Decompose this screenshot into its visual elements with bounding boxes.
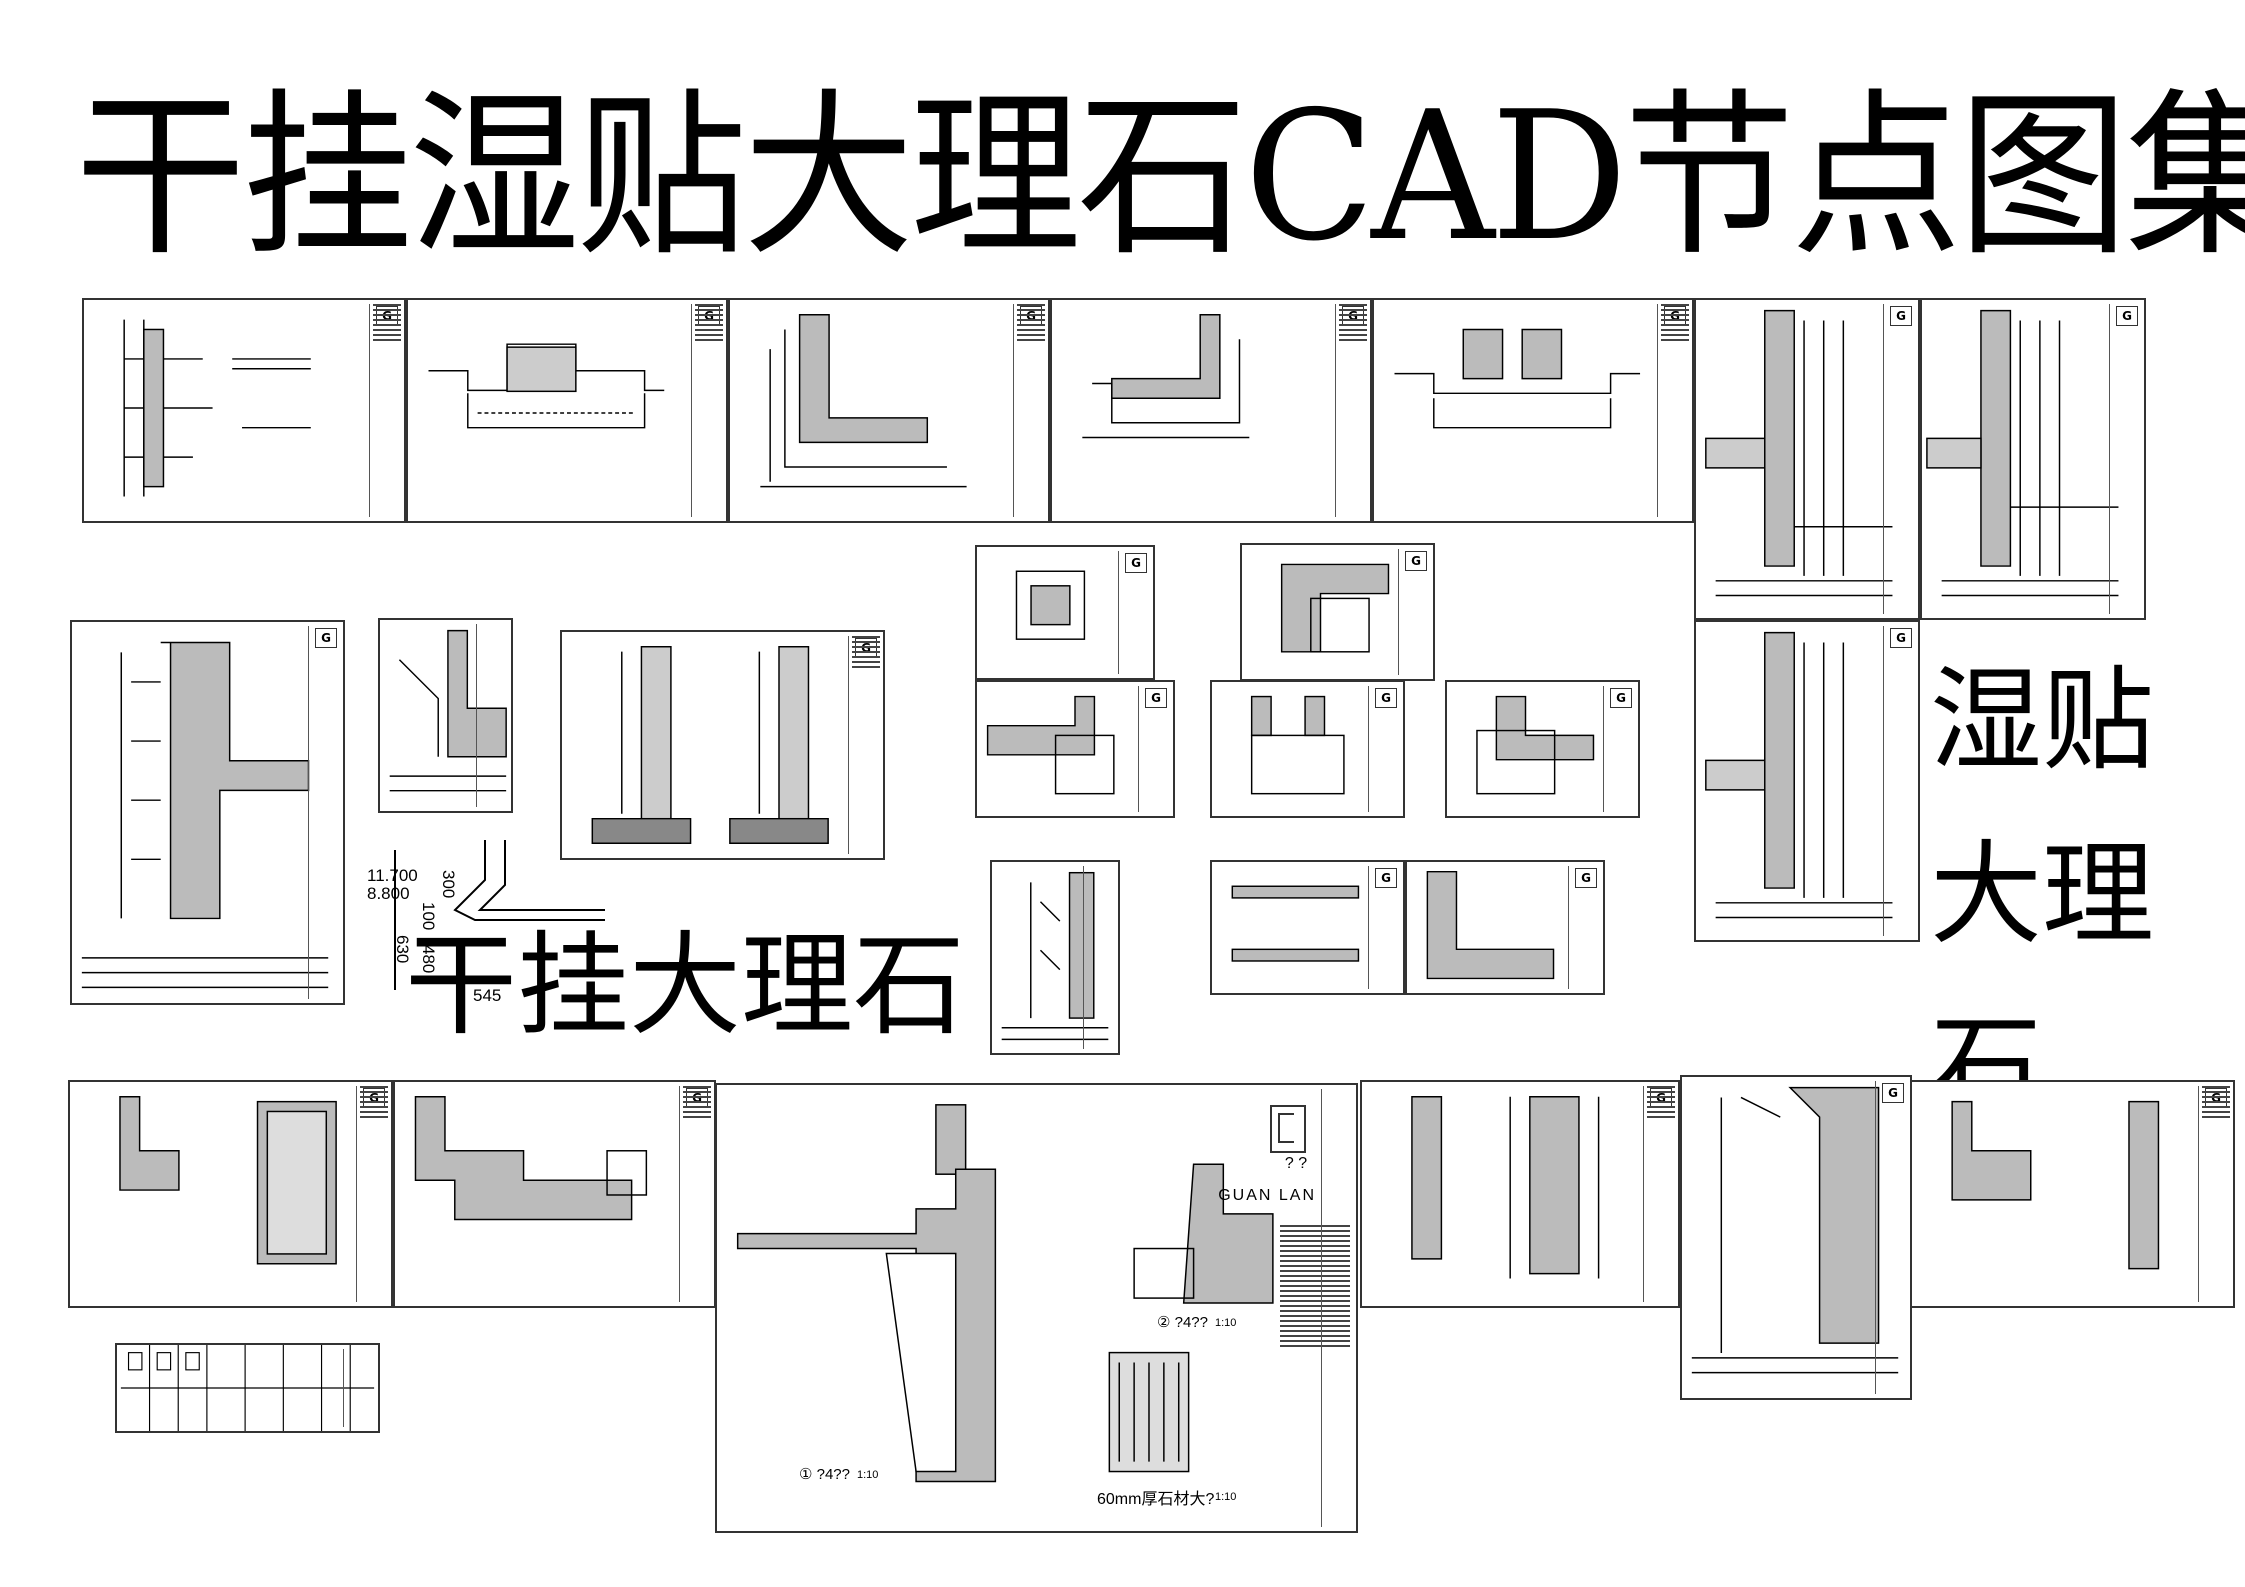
guan-lan-logo-icon [1270,1105,1306,1153]
drawing-sheet[interactable]: G [393,1080,716,1308]
cad-detail-drawing [736,1104,1274,1483]
cad-detail-drawing [428,343,665,429]
legend-sheet[interactable] [115,1343,380,1433]
drawing-sheet[interactable]: G [1680,1075,1912,1400]
title-block [360,1086,388,1302]
cad-detail-drawing [760,313,967,488]
cad-detail-drawing [1001,871,1109,1041]
lg-logo-icon: G [1890,306,1912,326]
guan-lan-logo-text: GUAN LAN [1218,1187,1316,1204]
lg-logo-icon: G [1145,688,1167,708]
title-block [1017,304,1045,517]
section-sketch [394,840,605,990]
lg-logo-icon: G [2116,306,2138,326]
cad-detail-drawing [1951,1100,2160,1270]
title-block [1647,1086,1675,1302]
cad-detail-drawing [81,641,329,989]
drawing-sheet[interactable]: G [406,298,728,523]
drawing-sheet[interactable]: G [70,620,345,1005]
drawing-sheet[interactable]: G [728,298,1050,523]
dimension-480: 480 [419,945,438,974]
title-block [1280,1225,1350,1521]
drawing-sheet[interactable]: G [1910,1080,2235,1308]
title-block [373,304,401,517]
cad-detail-drawing [986,695,1115,795]
lg-logo-icon: G [1375,868,1397,888]
logo-question-marks: ? ? [1284,1155,1308,1172]
lg-logo-icon: G [1375,688,1397,708]
detail-1-scale: 1:10 [857,1469,879,1481]
cad-detail-drawing [1082,313,1250,439]
lg-logo-icon: G [315,628,337,648]
drawing-sheet[interactable]: G [560,630,885,860]
cad-detail-drawing [1705,631,1893,919]
drawing-sheet[interactable]: G [1210,680,1405,818]
cad-detail-drawing [1411,1096,1600,1279]
title-block [852,636,880,854]
detail-2-scale: 1:10 [1215,1317,1237,1329]
cad-detail-drawing [1394,328,1641,429]
elevation-label-second: 8.800 [367,884,410,903]
drawing-sheet[interactable]: G [1360,1080,1680,1308]
cad-detail-drawing [1015,570,1086,640]
drawing-sheet[interactable]: G [1210,860,1405,995]
stone-thickness-label: 60mm厚石材大? [1097,1491,1215,1508]
legend-grid [120,1345,375,1431]
dimension-100: 100 [419,902,438,931]
drawing-sheet[interactable]: G [1405,860,1605,995]
drawing-sheet[interactable]: G [1920,298,2146,620]
dimension-300: 300 [439,870,458,899]
drawing-sheet[interactable]: G [1240,543,1435,681]
drawing-sheet-main[interactable]: ? ? GUAN LAN ① ?4?? 1:10 ② ?4?? 1:10 60m… [715,1083,1358,1533]
title-block [1661,304,1689,517]
cad-detail-drawing [123,319,311,497]
stone-thickness-scale: 1:10 [1215,1491,1237,1503]
title-block [683,1086,711,1302]
drawing-sheet[interactable]: G [1694,620,1920,942]
cad-detail-drawing [1426,870,1555,980]
title-block [695,304,723,517]
cad-detail-drawing [1705,309,1893,597]
dimension-545: 545 [473,986,502,1005]
lg-logo-icon: G [1125,553,1147,573]
lg-logo-icon: G [1890,628,1912,648]
detail-2-label: ② ?4?? [1157,1314,1208,1331]
drawing-sheet[interactable]: G [1694,298,1920,620]
lg-logo-icon: G [1610,688,1632,708]
cad-detail-drawing [389,629,507,792]
cad-detail-drawing [1926,309,2119,597]
drawing-sheet[interactable]: G [1445,680,1640,818]
lg-logo-icon: G [1882,1083,1904,1103]
cad-detail-drawing [414,1096,648,1221]
cad-detail-drawing [1691,1086,1899,1374]
cad-detail-drawing [1476,695,1595,795]
title-block [2202,1086,2230,1302]
drawing-sheet[interactable]: G [1372,298,1694,523]
detail-1-label: ① ?4?? [799,1466,850,1483]
drawing-sheet[interactable]: G [975,545,1155,680]
drawing-sheet[interactable] [990,860,1120,1055]
cad-detail-drawing [591,646,829,844]
drawing-sheet[interactable]: G [68,1080,393,1308]
section-label-wet-paste: 湿贴大理石 [1930,656,2154,1134]
page-title: 干挂湿贴大理石CAD节点图集 [75,73,2245,280]
drawing-sheet[interactable]: G [1050,298,1372,523]
drawing-sheet[interactable]: G [82,298,406,523]
cad-detail-drawing [1250,695,1345,795]
cad-detail-drawing [1231,885,1360,962]
drawing-sheet[interactable] [378,618,513,813]
elevation-label-top: 11.700 [367,866,418,885]
lg-logo-icon: G [1575,868,1597,888]
section-label-dry-hang: 干挂大理石 [405,921,965,1051]
lg-logo-icon: G [1405,551,1427,571]
cad-detail-drawing [119,1096,337,1265]
title-block [1339,304,1367,517]
dimension-630: 630 [393,935,412,964]
drawing-sheet[interactable]: G [975,680,1175,818]
cad-detail-drawing [1280,563,1390,653]
